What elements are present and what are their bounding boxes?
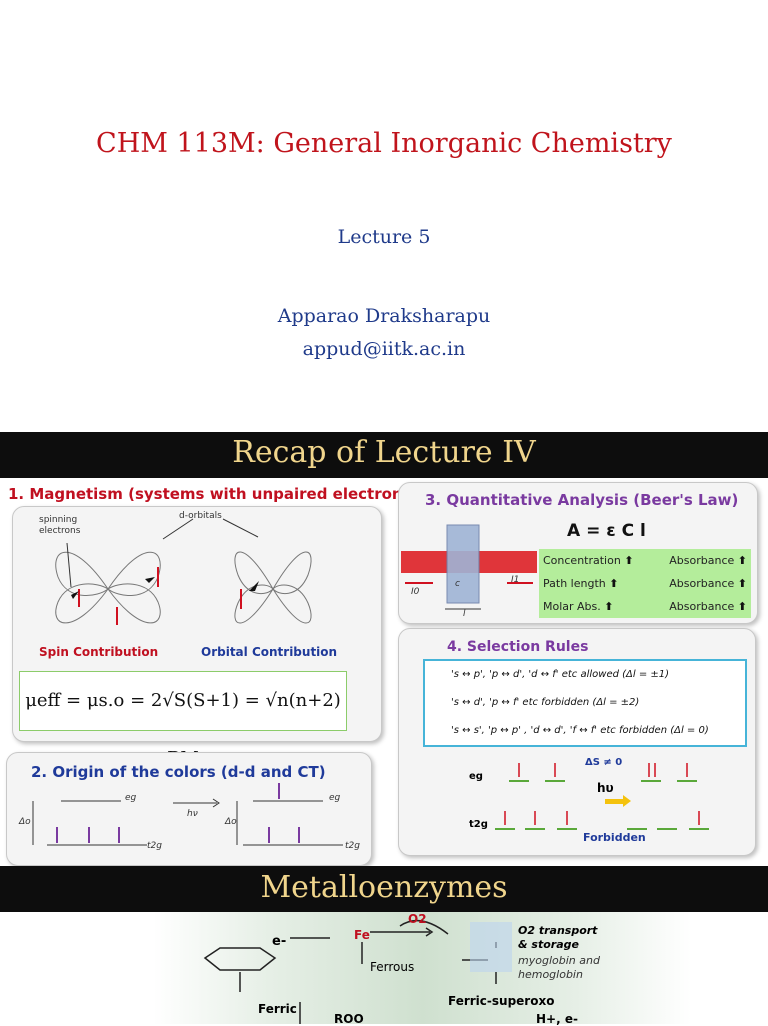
orbital-diagram — [55, 518, 312, 625]
colors-t2g-label-left: t2g — [147, 841, 162, 851]
up-arrow-icon: ⬆ — [609, 577, 619, 590]
author-block: Apparao Draksharapu appud@iitk.ac.in — [0, 300, 768, 366]
ferrous-label: Ferrous — [370, 960, 415, 974]
spinning-electrons-label: spinning electrons — [39, 515, 81, 536]
i1-label: I1 — [511, 575, 520, 585]
selection-rules-panel: 4. Selection Rules 's ↔ p', 'p ↔ d', 'd … — [398, 628, 756, 856]
beer-law-panel: 3. Quantitative Analysis (Beer's Law) A … — [398, 482, 758, 624]
magnetic-moment-formula: μeff = μs.o = 2√S(S+1) = √n(n+2) BM — [19, 671, 347, 769]
beer-law-equation: A = ε C l — [567, 521, 646, 541]
c-label: c — [455, 579, 460, 589]
selection-eg-label: eg — [469, 771, 483, 782]
lecture-number: Lecture 5 — [337, 226, 431, 248]
author-name: Apparao Draksharapu — [277, 305, 491, 327]
author-email[interactable]: appud@iitk.ac.in — [302, 338, 466, 360]
selection-t2g-label: t2g — [469, 819, 488, 830]
l-label: l — [463, 609, 466, 619]
magnetism-panel: spinning electrons d-orbitals Spin Contr… — [12, 506, 382, 769]
rule-allowed: 's ↔ p', 'p ↔ d', 'd ↔ f' etc allowed (Δ… — [451, 669, 670, 680]
spin-forbidden-diagram — [495, 763, 709, 830]
metalloenzymes-banner: Metalloenzymes — [0, 866, 768, 912]
course-title: CHM 113M: General Inorganic Chemistry — [96, 128, 672, 159]
beer-row-concentration: Concentration ⬆ Absorbance ⬆ — [543, 554, 747, 567]
colors-delta-label-left: Δo — [19, 817, 31, 827]
d-orbitals-label: d-orbitals — [179, 511, 222, 521]
beer-law-table: Concentration ⬆ Absorbance ⬆ Path length… — [539, 549, 751, 618]
heme-cycle-diagram — [203, 919, 512, 1024]
myoglobin-label: myoglobin and hemoglobin — [518, 954, 600, 981]
colors-eg-label-right: eg — [329, 793, 341, 803]
beer-row-path-length: Path length ⬆ Absorbance ⬆ — [543, 577, 747, 590]
cuvette-diagram — [401, 524, 537, 610]
hplus-label: H+, e- — [536, 1012, 578, 1026]
beer-row-molar-abs: Molar Abs. ⬆ Absorbance ⬆ — [543, 600, 747, 613]
colors-heading: 2. Origin of the colors (d-d and CT) — [31, 763, 326, 781]
recap-banner: Recap of Lecture IV — [0, 432, 768, 478]
selection-rules-box: 's ↔ p', 'p ↔ d', 'd ↔ f' etc allowed (Δ… — [423, 659, 747, 747]
o2-label: O2 — [408, 912, 427, 926]
colors-delta-label-right: Δo — [225, 817, 237, 827]
dd-transition-diagram — [32, 783, 343, 846]
colors-eg-label-left: eg — [125, 793, 137, 803]
electron-label: e- — [272, 934, 287, 949]
up-arrow-icon: ⬆ — [737, 577, 747, 590]
colors-hv-label: hν — [187, 809, 198, 819]
delta-s-label: ΔS ≠ 0 — [585, 757, 623, 768]
spin-contribution-label: Spin Contribution — [39, 645, 159, 659]
colors-panel: 2. Origin of the colors (d-d and CT) eg … — [6, 752, 372, 866]
up-arrow-icon: ⬆ — [624, 554, 634, 567]
selection-hv-label: hυ — [597, 781, 614, 795]
up-arrow-icon: ⬆ — [604, 600, 614, 613]
rule-forbidden-l0: 's ↔ s', 'p ↔ p' , 'd ↔ d', 'f ↔ f' etc … — [451, 725, 709, 736]
fe-ii-label: Fe — [354, 928, 370, 942]
i0-label: I0 — [411, 587, 420, 597]
rule-forbidden-l2: 's ↔ d', 'p ↔ f' etc forbidden (Δl = ±2) — [451, 697, 640, 708]
beer-law-heading: 3. Quantitative Analysis (Beer's Law) — [425, 491, 739, 509]
selection-rules-heading: 4. Selection Rules — [447, 639, 589, 655]
up-arrow-icon: ⬆ — [737, 554, 747, 567]
metalloenzyme-figure: e- Fe Ferrous O2 O2 transport & storage … — [0, 912, 768, 1026]
orbital-contribution-label: Orbital Contribution — [201, 645, 338, 659]
o2-transport-label: O2 transport & storage — [518, 924, 598, 951]
ferric-superoxo-label: Ferric-superoxo — [448, 994, 555, 1008]
ferric-label: Ferric — [258, 1002, 297, 1016]
roo-label: ROO — [334, 1012, 364, 1026]
up-arrow-icon: ⬆ — [737, 600, 747, 613]
colors-t2g-label-right: t2g — [345, 841, 360, 851]
forbidden-label: Forbidden — [583, 831, 646, 844]
magnetism-heading: 1. Magnetism (systems with unpaired elec… — [8, 485, 419, 503]
